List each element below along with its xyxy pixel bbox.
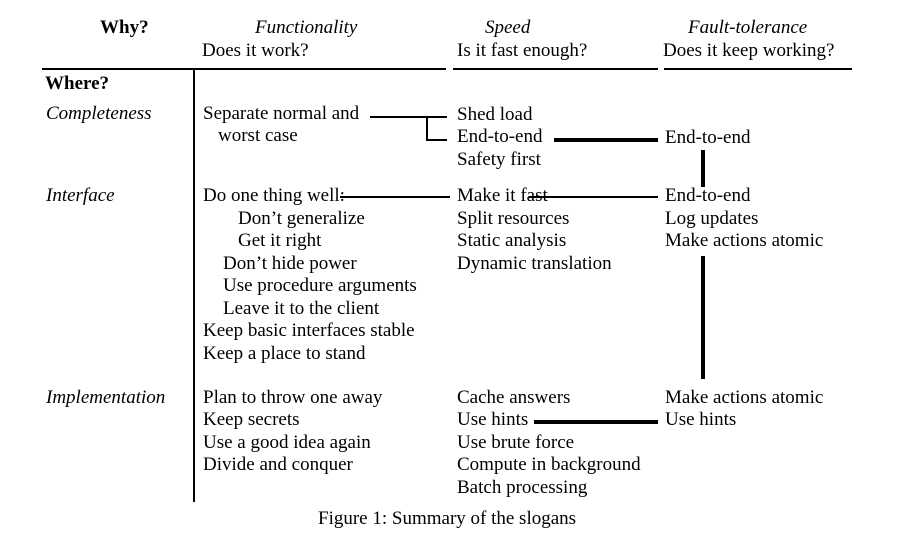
slogan-line: Do one thing well: <box>203 185 345 206</box>
slogan-line: worst case <box>218 125 298 147</box>
slogan-line: Use brute force <box>457 431 575 453</box>
header-rule-segment-right <box>664 68 852 70</box>
row-label-completeness: Completeness <box>46 103 152 124</box>
row-label-implementation: Implementation <box>46 387 166 408</box>
slogan-line: Dynamic translation <box>457 252 612 274</box>
connector-end-to-end-vertical-thick-line <box>701 150 705 187</box>
figure-caption: Figure 1: Summary of the slogans <box>318 508 577 529</box>
connector-separate-to-shed-load-line <box>370 116 447 118</box>
slogan-line: Make actions atomic <box>665 387 824 408</box>
cell-completeness-fault-tolerance: End-to-end <box>665 127 750 149</box>
slogan-line: End-to-end <box>665 185 751 206</box>
connector-separate-fork-down-line <box>426 116 428 141</box>
slogan-line: Keep basic interfaces stable <box>203 320 415 341</box>
header-where: Where? <box>45 73 110 94</box>
slogan-line: Make actions atomic <box>665 230 824 251</box>
column-question-speed: Is it fast enough? <box>457 40 588 61</box>
slogan-line: Shed load <box>457 104 533 125</box>
slogan-line: Get it right <box>238 230 322 251</box>
column-divider-line <box>193 69 195 502</box>
cell-implementation-fault-tolerance: Make actions atomic Use hints <box>665 387 823 432</box>
connector-separate-to-end-to-end-line <box>426 139 447 141</box>
slogan-line: Don’t hide power <box>223 252 357 274</box>
slogan-line: Keep secrets <box>203 409 300 431</box>
row-label-interface: Interface <box>46 185 115 206</box>
column-question-fault-tolerance: Does it keep working? <box>663 40 835 61</box>
connector-make-actions-atomic-vertical-thick-line <box>701 256 705 379</box>
slogan-line: Divide and conquer <box>203 454 353 476</box>
cell-implementation-functionality: Plan to throw one away Keep secrets Use … <box>203 387 382 477</box>
cell-interface-fault-tolerance: End-to-end Log updates Make actions atom… <box>665 185 823 253</box>
cell-completeness-functionality: Separate normal and worst case <box>203 103 359 148</box>
slogan-line: Separate normal and <box>203 103 360 124</box>
connector-use-hints-horizontal-thick-line <box>534 420 658 424</box>
cell-implementation-speed: Cache answers Use hints Use brute force … <box>457 387 641 499</box>
column-header-fault-tolerance: Fault-tolerance <box>688 17 808 38</box>
slogan-line: Static analysis <box>457 230 567 251</box>
slogan-line: Use a good idea again <box>203 431 371 453</box>
slogan-line: Cache answers <box>457 387 571 408</box>
slogan-line: Don’t generalize <box>238 207 365 229</box>
slogan-line: Log updates <box>665 207 759 229</box>
cell-interface-functionality: Do one thing well: Don’t generalize Get … <box>203 185 417 365</box>
slogan-line: Batch processing <box>457 476 588 498</box>
connector-do-one-thing-to-make-it-fast-line <box>340 196 450 198</box>
header-rule-segment-middle <box>453 68 658 70</box>
column-question-functionality: Does it work? <box>202 40 309 61</box>
slogan-line: Leave it to the client <box>223 297 380 319</box>
slogan-line: Use procedure arguments <box>223 275 417 296</box>
cell-completeness-speed: Shed load End-to-end Safety first <box>457 104 542 171</box>
cell-interface-speed: Make it fast Split resources Static anal… <box>457 185 612 275</box>
slogan-line: Compute in background <box>457 454 641 476</box>
slogan-line: End-to-end <box>665 127 751 148</box>
slogan-line: Plan to throw one away <box>203 387 383 408</box>
slogan-line: Split resources <box>457 207 570 229</box>
connector-make-it-fast-to-end-to-end-line <box>529 196 658 198</box>
header-why: Why? <box>100 17 149 38</box>
slogan-line: End-to-end <box>457 126 543 148</box>
slogan-line: Safety first <box>457 148 541 170</box>
column-header-speed: Speed <box>485 17 531 38</box>
connector-end-to-end-horizontal-thick-line <box>554 138 658 142</box>
column-header-functionality: Functionality <box>255 17 358 38</box>
slogan-line: Make it fast <box>457 185 548 206</box>
header-rule-segment-left <box>42 68 446 70</box>
slogan-line: Use hints <box>665 409 737 431</box>
slogan-line: Keep a place to stand <box>203 342 366 364</box>
slogan-line: Use hints <box>457 409 529 431</box>
